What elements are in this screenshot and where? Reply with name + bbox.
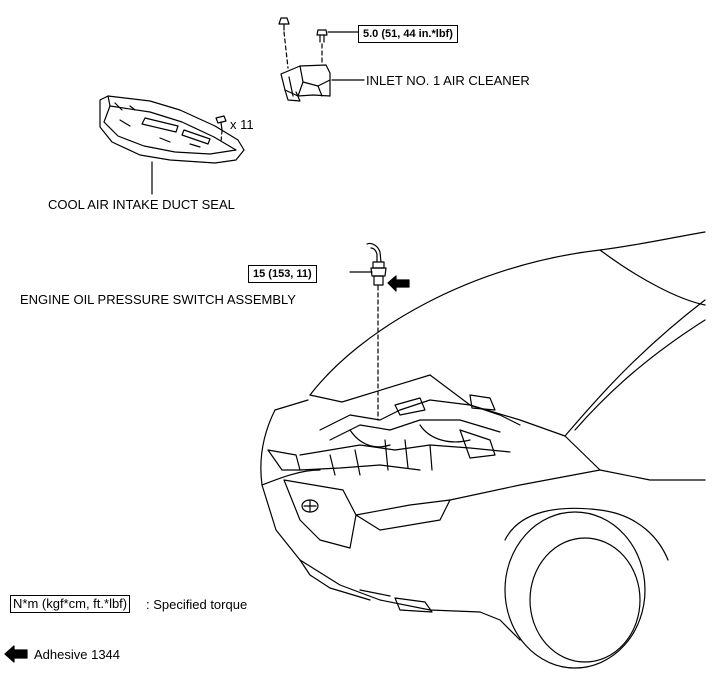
clip-icon	[278, 17, 290, 31]
duct-seal-part	[99, 95, 245, 164]
legend-adhesive-arrow-icon	[4, 645, 28, 663]
oil-pressure-switch-label: ENGINE OIL PRESSURE SWITCH ASSEMBLY	[20, 292, 296, 307]
bolt-icon	[316, 29, 328, 43]
quantity-label: x 11	[230, 117, 254, 132]
oil-pressure-switch-part	[366, 242, 387, 286]
adhesive-arrow-icon	[387, 275, 410, 292]
legend-adhesive-text: Adhesive 1344	[34, 647, 121, 662]
vehicle-illustration	[260, 231, 706, 669]
duct-seal-label: COOL AIR INTAKE DUCT SEAL	[48, 197, 235, 212]
legend-torque-text: : Specified torque	[146, 597, 248, 612]
inlet-air-cleaner-part	[280, 64, 331, 102]
screw-icon	[215, 115, 227, 131]
torque-spec-switch: 15 (153, 11)	[248, 265, 317, 284]
legend-torque-units: N*m (kgf*cm, ft.*lbf)	[10, 595, 131, 614]
torque-spec-inlet: 5.0 (51, 44 in.*lbf)	[358, 25, 458, 44]
inlet-air-cleaner-label: INLET NO. 1 AIR CLEANER	[366, 73, 530, 88]
